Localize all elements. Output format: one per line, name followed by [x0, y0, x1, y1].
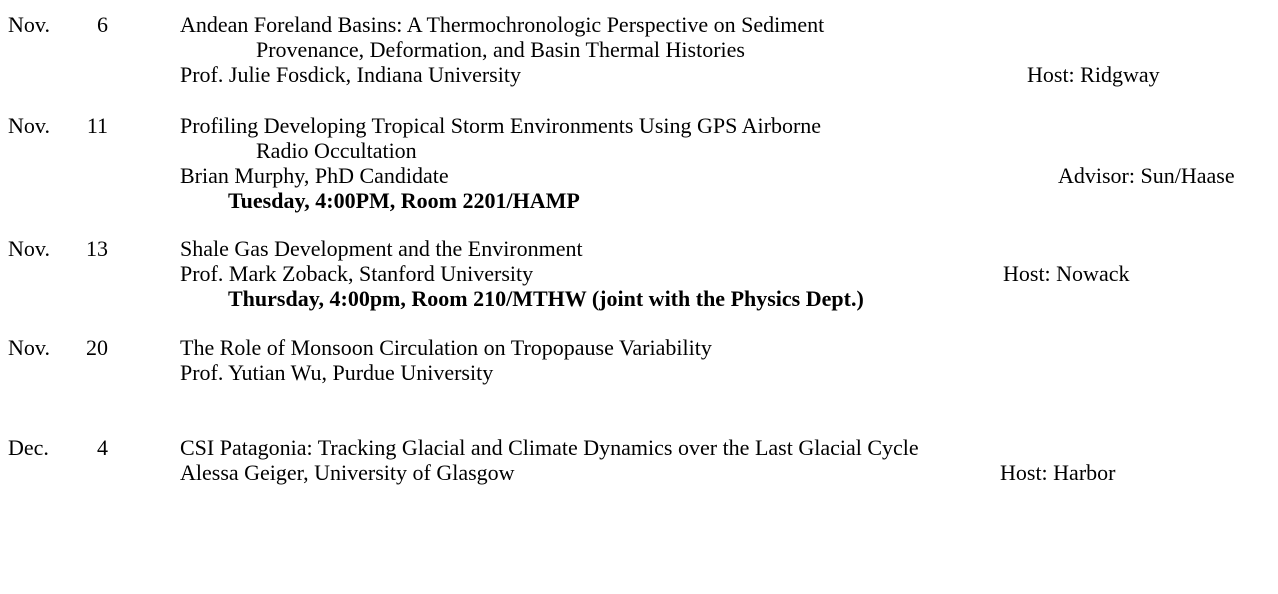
seminar-month: Nov. [8, 335, 50, 360]
seminar-speaker: Prof. Mark Zoback, Stanford University [180, 261, 534, 286]
seminar-day: 6 [97, 12, 108, 37]
seminar-speaker: Brian Murphy, PhD Candidate [180, 163, 449, 188]
seminar-title-line: The Role of Monsoon Circulation on Tropo… [180, 335, 712, 360]
seminar-time-location: Thursday, 4:00pm, Room 210/MTHW (joint w… [228, 286, 864, 311]
seminar-speaker: Prof. Julie Fosdick, Indiana University [180, 62, 521, 87]
seminar-advisor: Advisor: Sun/Haase [1058, 163, 1235, 188]
seminar-speaker: Alessa Geiger, University of Glasgow [180, 460, 515, 485]
seminar-day: 4 [97, 435, 108, 460]
seminar-day: 13 [86, 236, 108, 261]
seminar-host: Host: Ridgway [1027, 62, 1160, 87]
seminar-month: Nov. [8, 113, 50, 138]
seminar-host: Host: Nowack [1003, 261, 1130, 286]
seminar-title-continuation: Provenance, Deformation, and Basin Therm… [256, 37, 745, 62]
seminar-title-continuation: Radio Occultation [256, 138, 417, 163]
seminar-day: 20 [86, 335, 108, 360]
seminar-title-line: Profiling Developing Tropical Storm Envi… [180, 113, 822, 138]
seminar-title-line: Shale Gas Development and the Environmen… [180, 236, 583, 261]
seminar-month: Nov. [8, 12, 50, 37]
seminar-month: Nov. [8, 236, 50, 261]
seminar-speaker: Prof. Yutian Wu, Purdue University [180, 360, 494, 385]
seminar-title-line: Andean Foreland Basins: A Thermochronolo… [180, 12, 825, 37]
seminar-host: Host: Harbor [1000, 460, 1116, 485]
seminar-title-line: CSI Patagonia: Tracking Glacial and Clim… [180, 435, 919, 460]
seminar-day: 11 [86, 113, 108, 138]
seminar-month: Dec. [8, 435, 49, 460]
seminar-time-location: Tuesday, 4:00PM, Room 2201/HAMP [228, 188, 580, 213]
